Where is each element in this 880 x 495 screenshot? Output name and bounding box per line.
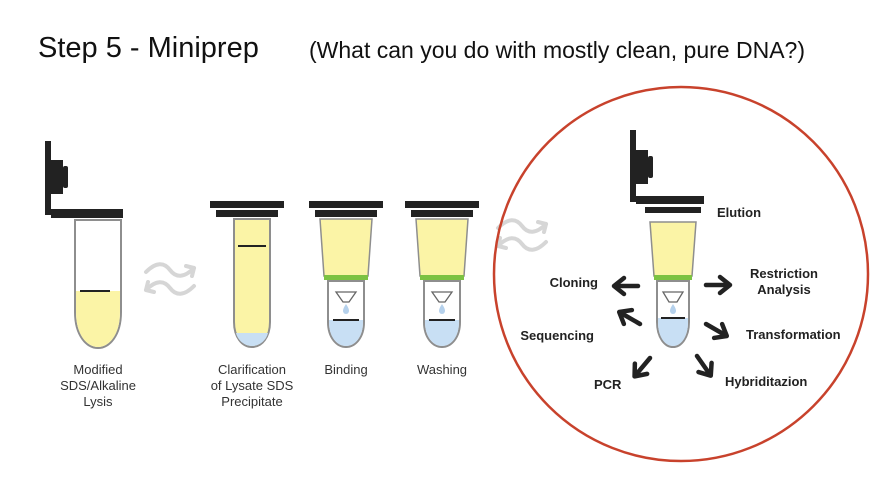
step-label-clarification: Clarification of Lysate SDS Precipitate <box>210 362 294 409</box>
page-subtitle: (What can you do with mostly clean, pure… <box>309 37 805 63</box>
tube-clarification <box>210 201 284 349</box>
column-binding <box>309 201 383 349</box>
arrow-cloning <box>614 278 638 294</box>
arrow-hybridization <box>690 351 717 380</box>
droplet-icon <box>670 304 676 314</box>
tube-lysis <box>45 141 123 350</box>
column-washing <box>405 201 479 349</box>
app-hybridization: Hybriditazion <box>725 374 808 389</box>
column-elution <box>630 130 704 349</box>
cycle-arrows-icon <box>144 262 196 296</box>
app-cloning: Cloning <box>549 275 598 290</box>
step-label-washing: Washing <box>416 362 468 377</box>
arrow-sequencing <box>615 305 644 331</box>
cycle-arrows-icon <box>496 218 548 252</box>
app-pcr: PCR <box>594 377 622 392</box>
highlight-circle <box>492 85 870 463</box>
arrow-transformation <box>702 317 731 343</box>
app-restriction-analysis: Restriction Analysis <box>750 266 818 297</box>
droplet-icon <box>343 304 349 314</box>
elution-label: Elution <box>717 205 762 220</box>
app-sequencing: Sequencing <box>520 328 594 343</box>
app-transformation: Transformation <box>746 327 841 342</box>
step-label-binding: Binding <box>324 362 368 377</box>
page-title: Step 5 - Miniprep <box>38 32 259 64</box>
step-label-lysis: Modified SDS/Alkaline Lysis <box>60 362 136 409</box>
arrow-restriction <box>706 277 730 293</box>
arrow-pcr <box>628 353 656 382</box>
droplet-icon <box>439 304 445 314</box>
